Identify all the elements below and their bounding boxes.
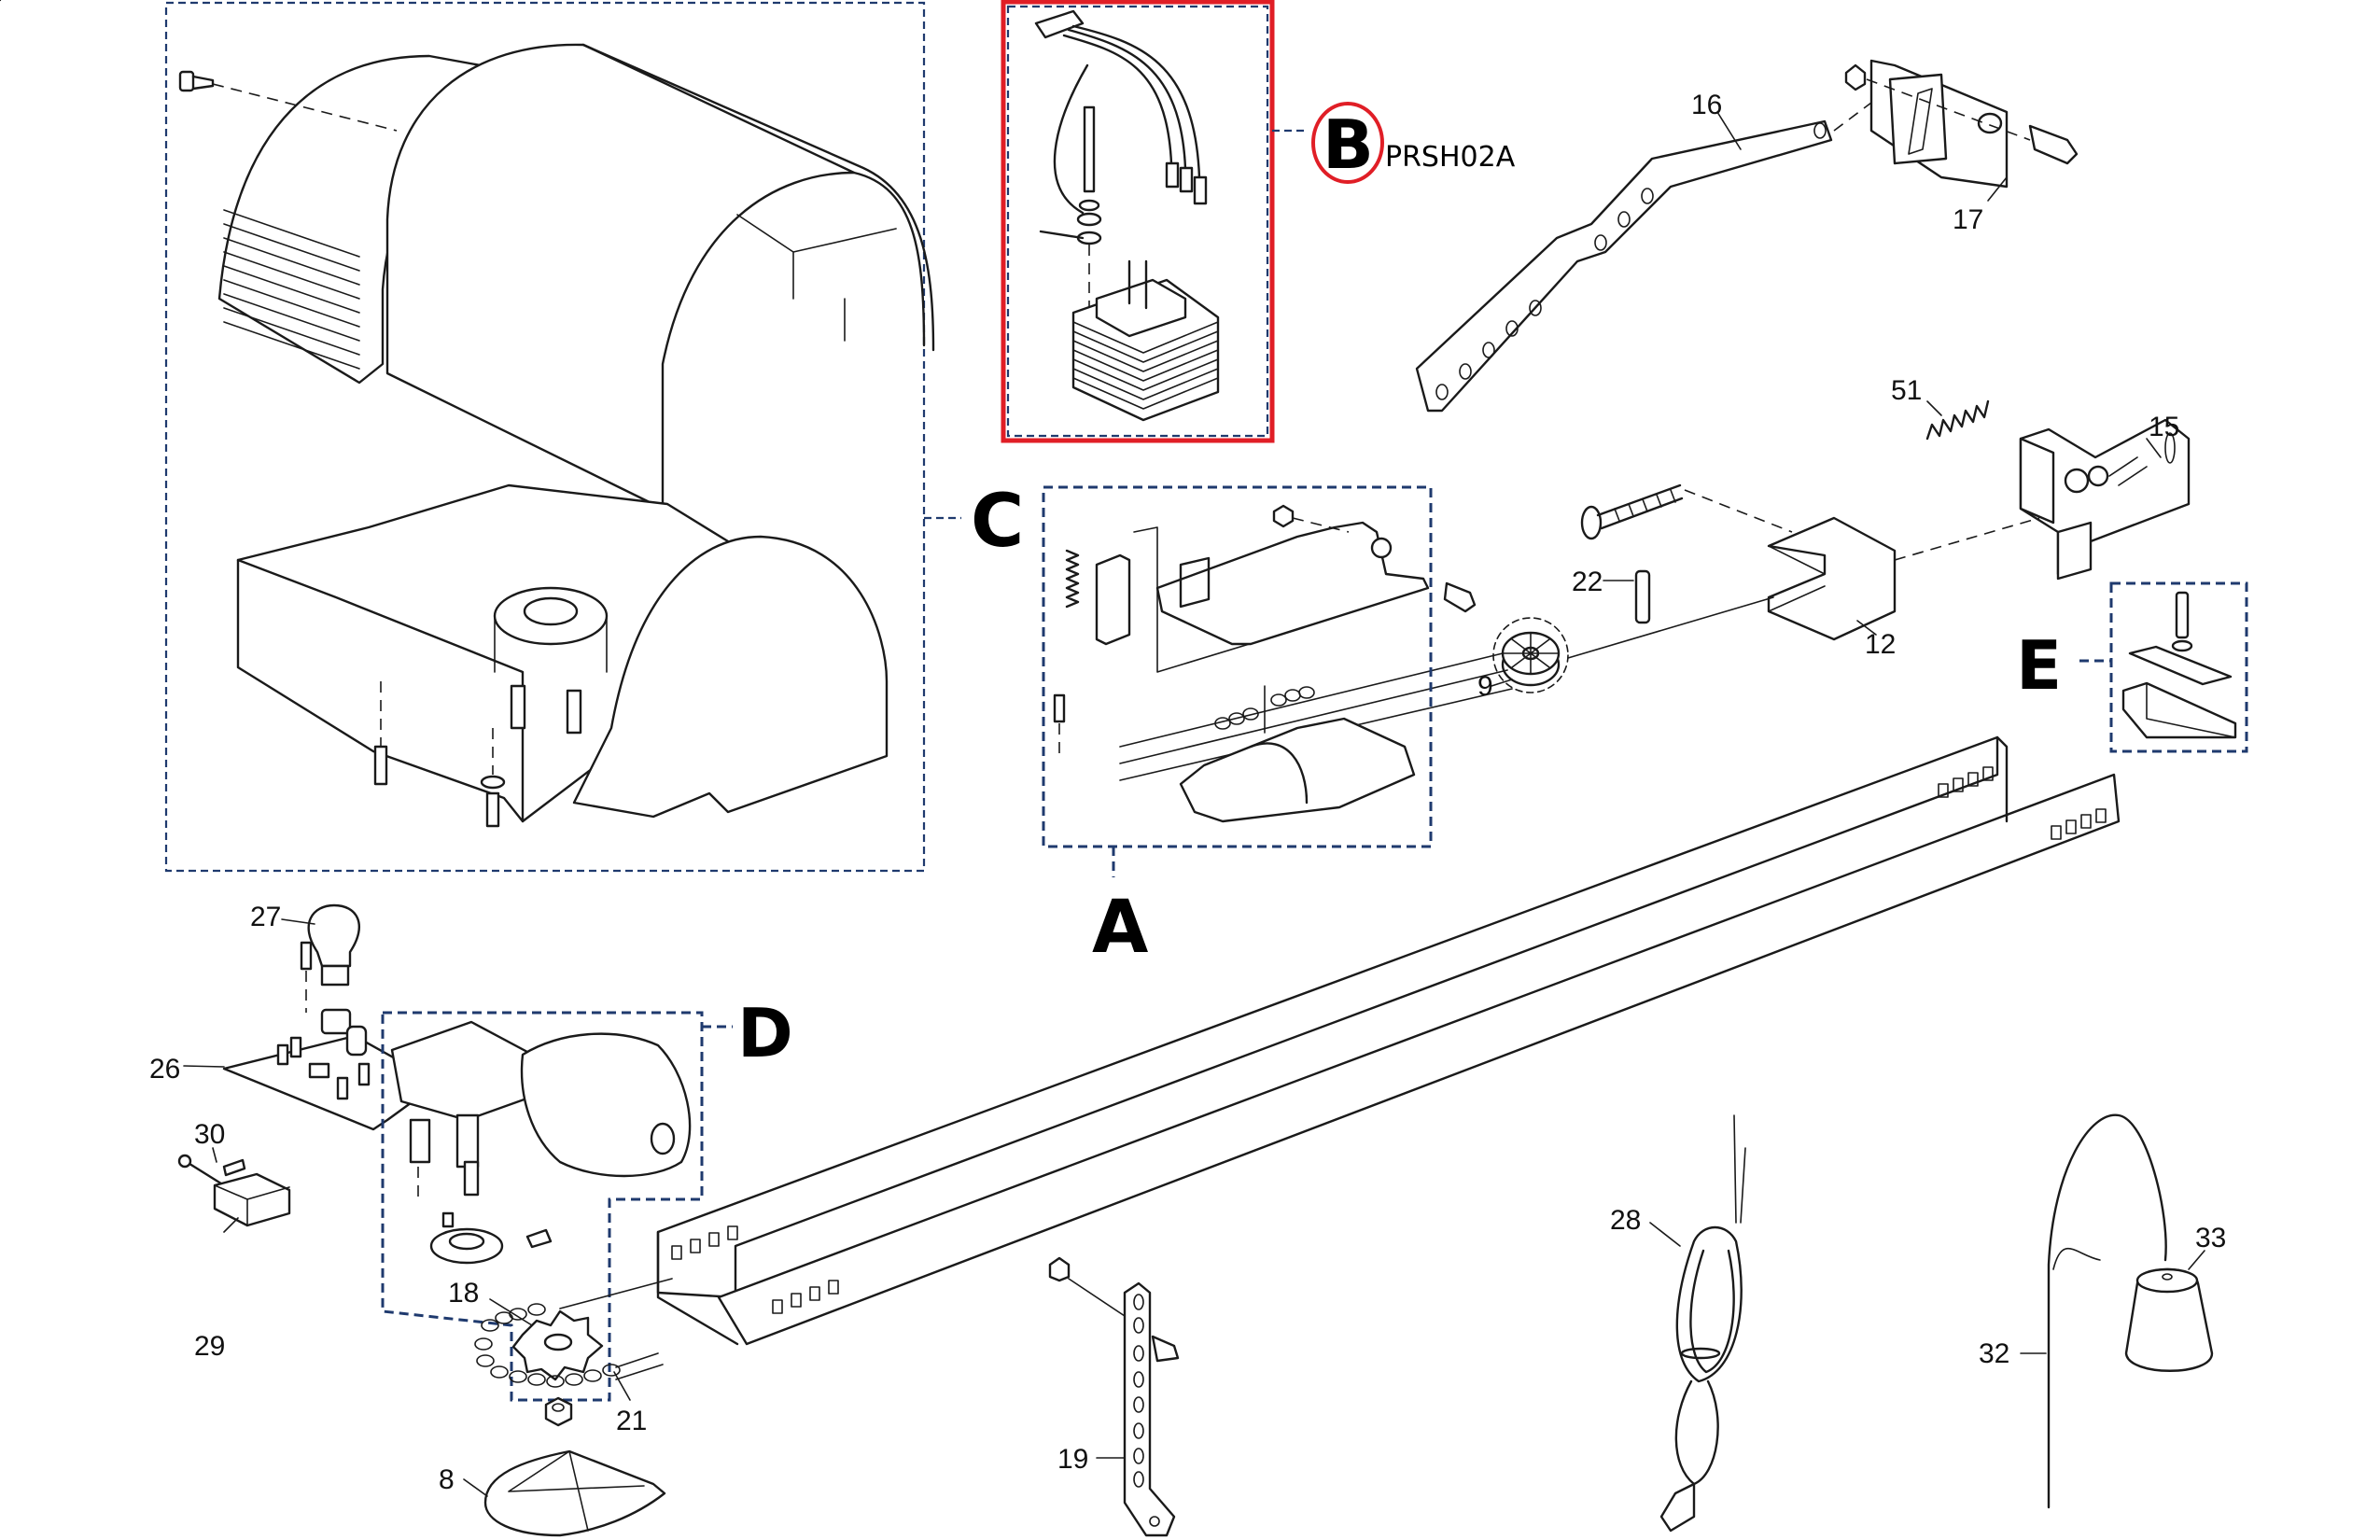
header-bolt [1580, 483, 1793, 540]
callout-21: 21 [616, 1406, 647, 1436]
group-c-housing[interactable]: C [164, 1, 1024, 873]
base-screws [373, 681, 506, 828]
trolley-lower [1179, 717, 1416, 823]
group-b-frame [1006, 5, 1269, 438]
part-18-drive-sprocket[interactable]: 18 [448, 1278, 604, 1381]
part-15-header-bracket[interactable]: 15 [2019, 412, 2191, 581]
callout-30: 30 [194, 1119, 225, 1150]
strap-bolt [1048, 1256, 1071, 1282]
callout-16: 16 [1691, 90, 1722, 120]
door-bracket-nut [1844, 63, 1867, 91]
callout-51: 51 [1891, 375, 1922, 406]
group-a-carriage[interactable]: A [1042, 485, 1477, 970]
gearbox [390, 1020, 543, 1122]
arched-cover [385, 43, 856, 511]
group-b-circle [1311, 102, 1384, 184]
chain-links-a [1214, 686, 1315, 730]
part-21-chain[interactable]: 21 [474, 1278, 673, 1436]
callout-17: 17 [1953, 204, 1983, 235]
part-33-release-handle[interactable]: 33 [2124, 1223, 2226, 1372]
rail-holes [671, 766, 2107, 1314]
callout-12: 12 [1865, 629, 1896, 660]
rail [656, 735, 2121, 1346]
strap-nut [1151, 1335, 1180, 1363]
callout-26-label: 28 [1610, 1205, 1641, 1236]
part-27-control-board[interactable]: 26 [149, 941, 441, 1131]
callout-27: 26 [149, 1054, 180, 1085]
door-bracket-bolt [2028, 124, 2079, 165]
trolley-bolt [1443, 581, 1477, 613]
callout-32: 32 [1979, 1338, 2009, 1369]
latch [1095, 553, 1131, 646]
callout-19: 19 [1057, 1444, 1088, 1475]
part-16-door-arm[interactable]: 16 [0, 0, 1872, 413]
part-17-door-bracket[interactable]: 17 [1844, 59, 2079, 235]
cover-screw [178, 70, 398, 132]
callout-8: 8 [439, 1464, 455, 1495]
part-29-terminal-block[interactable]: 29 [177, 1154, 291, 1362]
group-c-frame [164, 1, 926, 873]
group-d-label: D [737, 994, 793, 1072]
part-19-hanging-strap[interactable]: 19 [1048, 1256, 1180, 1537]
callout-15: 15 [2149, 412, 2179, 442]
group-a-label: A [1092, 886, 1148, 970]
part-51-spring[interactable]: 51 [1891, 375, 1990, 441]
group-e-frame [2109, 581, 2248, 753]
trolley-upper [1155, 521, 1430, 646]
group-d-frame [381, 1011, 704, 1402]
group-b-label: B [1323, 105, 1374, 184]
part-12-u-bracket[interactable]: 12 [1767, 516, 2040, 660]
group-d-gear-motor[interactable]: D [381, 994, 793, 1402]
part-22-pin[interactable]: 22 [1572, 567, 1651, 624]
callout-33: 33 [2195, 1223, 2226, 1253]
part-code-prsh02a: PRSH02A [1385, 141, 1516, 174]
callout-22: 22 [1572, 567, 1603, 597]
group-c-label: C [971, 480, 1024, 564]
part-26-power-cord[interactable]: 26 28 [1610, 1114, 1746, 1533]
group-b-transformer[interactable]: B PRSH02A [1001, 0, 1516, 443]
part-32-release-cable[interactable]: 32 [1979, 1113, 2167, 1509]
group-e-label: E [2016, 626, 2062, 705]
sprocket-nut [544, 1396, 573, 1427]
part-8-sprocket-cover[interactable]: 8 [439, 1449, 666, 1537]
part-30-fuse[interactable]: 30 [194, 1119, 246, 1177]
group-e-rail-bracket[interactable]: E [2016, 581, 2248, 753]
motor-can [520, 1032, 692, 1178]
callout-29: 29 [194, 1331, 225, 1362]
callout-18: 18 [448, 1278, 479, 1309]
housing-base-arch [572, 535, 889, 819]
chain-lines [1119, 596, 1774, 781]
group-b-highlight-frame [1001, 0, 1275, 443]
part-28-bulb[interactable]: 27 [250, 902, 360, 987]
part-9-idler-pulley[interactable]: 9 [1477, 617, 1569, 702]
power-plug [1659, 1482, 1696, 1533]
callout-28: 27 [250, 902, 281, 932]
harness-connector [1034, 9, 1085, 39]
